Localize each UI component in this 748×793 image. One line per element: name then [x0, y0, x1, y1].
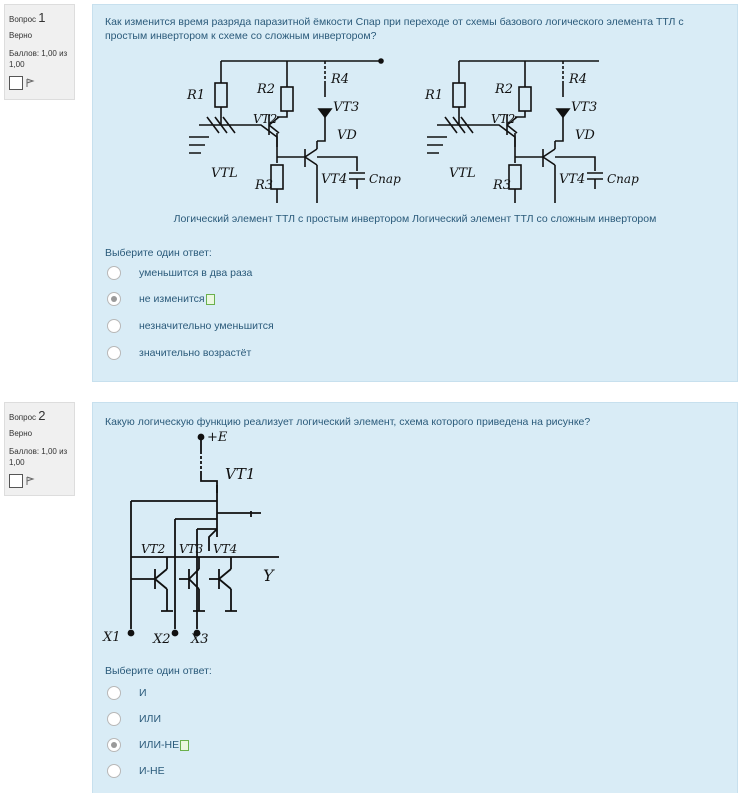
answer-radio[interactable] — [107, 266, 121, 280]
question-grade: Баллов: 1,00 из 1,00 — [9, 49, 68, 69]
question-info: Вопрос 1 Верно Баллов: 1,00 из 1,00 — [4, 4, 75, 100]
question-info: Вопрос 2 Верно Баллов: 1,00 из 1,00 — [4, 402, 75, 496]
label-r4: R4 — [568, 72, 587, 87]
answer-option[interactable]: не изменится — [107, 291, 215, 307]
circuit-diagram-complex-inverter: R1 R2 R4 VT3 VT2 VD VTL R3 VT4 Cпар — [424, 60, 639, 203]
label-vt2: VT2 — [253, 112, 277, 126]
answer-label: значительно возрастёт — [139, 347, 252, 359]
label-cpar: Cпар — [369, 172, 401, 186]
question-grade: Баллов: 1,00 из 1,00 — [9, 447, 68, 467]
label-vt2: VT2 — [491, 112, 515, 126]
circuit-diagram-logic-element: +E VT1 VT2 VT3 VT4 Y X1 X2 X3 — [102, 430, 279, 647]
answer-option[interactable]: ИЛИ-НЕ — [107, 737, 190, 753]
label-vt1: VT1 — [225, 465, 255, 483]
answer-radio[interactable] — [107, 686, 121, 700]
correct-mark-icon — [180, 739, 190, 751]
question-number: Вопрос 2 — [9, 408, 46, 423]
label-r2: R2 — [256, 82, 275, 97]
label-vt3: VT3 — [571, 100, 597, 115]
label-x3: X3 — [190, 632, 209, 647]
label-vt2: VT2 — [141, 542, 165, 556]
circuit-diagram-simple-inverter: R1 R2 R4 VT3 VT2 VD VTL R3 VT4 Cпар — [186, 58, 401, 203]
question-text: Как изменится время разряда паразитной ё… — [105, 16, 684, 42]
answer-option[interactable]: ИЛИ — [107, 711, 161, 727]
answer-label: незначительно уменьшится — [139, 320, 274, 332]
answer-radio[interactable] — [107, 712, 121, 726]
label-r1: R1 — [424, 88, 443, 103]
label-r3: R3 — [492, 178, 511, 193]
label-vtl: VTL — [449, 166, 476, 181]
question-state: Верно — [9, 31, 33, 40]
label-vt4: VT4 — [559, 172, 585, 187]
answer-prompt: Выберите один ответ: — [105, 247, 212, 259]
flag-checkbox[interactable] — [9, 474, 23, 488]
question-content: Как изменится время разряда паразитной ё… — [92, 4, 738, 382]
label-vt4: VT4 — [321, 172, 347, 187]
answer-option[interactable]: уменьшится в два раза — [107, 265, 252, 281]
label-r1: R1 — [186, 88, 205, 103]
question-state: Верно — [9, 429, 33, 438]
answer-option[interactable]: незначительно уменьшится — [107, 318, 274, 334]
question-number: Вопрос 1 — [9, 10, 46, 25]
label-x1: X1 — [102, 630, 121, 645]
answer-option[interactable]: значительно возрастёт — [107, 345, 251, 361]
label-y: Y — [263, 566, 275, 585]
answer-radio-selected[interactable] — [107, 738, 121, 752]
flag-checkbox[interactable] — [9, 76, 23, 90]
label-cpar: Cпар — [607, 172, 639, 186]
label-r2: R2 — [494, 82, 513, 97]
label-vtl: VTL — [211, 166, 238, 181]
label-vt3: VT3 — [333, 100, 359, 115]
question-content: Какую логическую функцию реализует логич… — [92, 402, 738, 793]
answer-radio-selected[interactable] — [107, 292, 121, 306]
answer-label: ИЛИ — [139, 713, 161, 725]
flag-icon — [26, 476, 35, 485]
flag-question-toggle[interactable] — [9, 76, 70, 90]
label-vt3: VT3 — [179, 542, 204, 556]
answer-label: И — [139, 687, 147, 699]
answer-radio[interactable] — [107, 346, 121, 360]
question-text: Какую логическую функцию реализует логич… — [105, 416, 591, 428]
answer-label: уменьшится в два раза — [139, 267, 253, 279]
label-r3: R3 — [254, 178, 273, 193]
correct-mark-icon — [205, 293, 215, 305]
answer-prompt: Выберите один ответ: — [105, 665, 212, 677]
label-vd: VD — [575, 128, 595, 143]
figure-caption: Логический элемент ТТЛ с простым инверто… — [173, 213, 657, 225]
label-vd: VD — [337, 128, 357, 143]
label-x2: X2 — [152, 632, 171, 647]
label-plus-e: +E — [207, 430, 228, 445]
answer-label: ИЛИ-НЕ — [139, 739, 190, 751]
answer-label: И-НЕ — [139, 765, 165, 777]
label-r4: R4 — [330, 72, 349, 87]
answer-radio[interactable] — [107, 319, 121, 333]
label-vt4: VT4 — [213, 542, 237, 556]
answer-radio[interactable] — [107, 764, 121, 778]
answer-label: не изменится — [139, 293, 215, 305]
flag-icon — [26, 78, 35, 87]
flag-question-toggle[interactable] — [9, 474, 70, 488]
answer-option[interactable]: И — [107, 685, 147, 701]
answer-option[interactable]: И-НЕ — [107, 763, 165, 779]
